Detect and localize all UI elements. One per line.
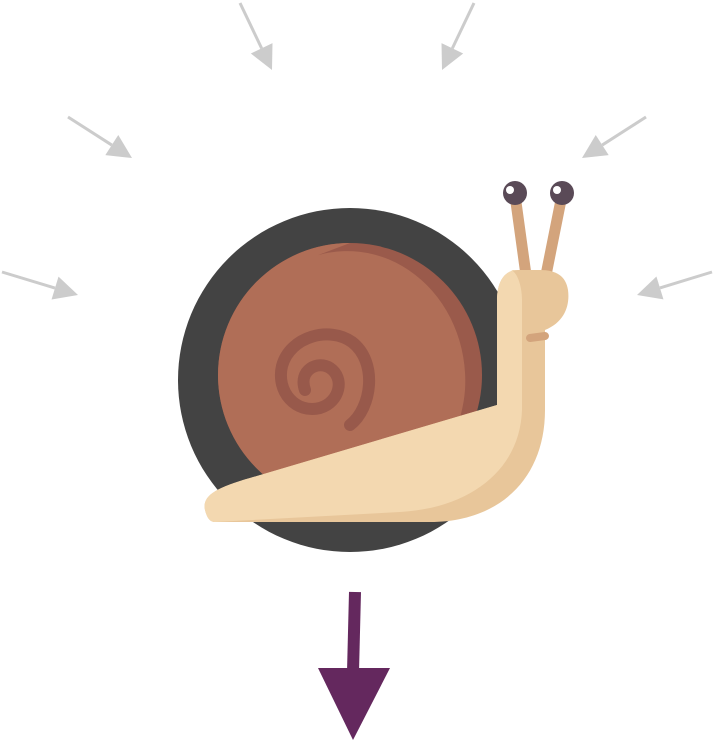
eye-right bbox=[550, 181, 574, 205]
pressure-arrow-icon bbox=[441, 2, 476, 70]
eye-left bbox=[503, 181, 527, 205]
shell-spiral bbox=[274, 328, 376, 431]
down-arrow-icon bbox=[318, 591, 390, 740]
pressure-arrow-icon bbox=[582, 115, 647, 158]
pressure-arrow-icon bbox=[1, 270, 78, 300]
snail-body bbox=[204, 270, 569, 522]
pressure-arrows bbox=[1, 2, 713, 300]
pressure-arrow-icon bbox=[67, 115, 132, 158]
snail-antennae bbox=[503, 181, 574, 281]
pressure-arrow-icon bbox=[637, 270, 713, 300]
pressure-arrow-icon bbox=[238, 2, 273, 70]
